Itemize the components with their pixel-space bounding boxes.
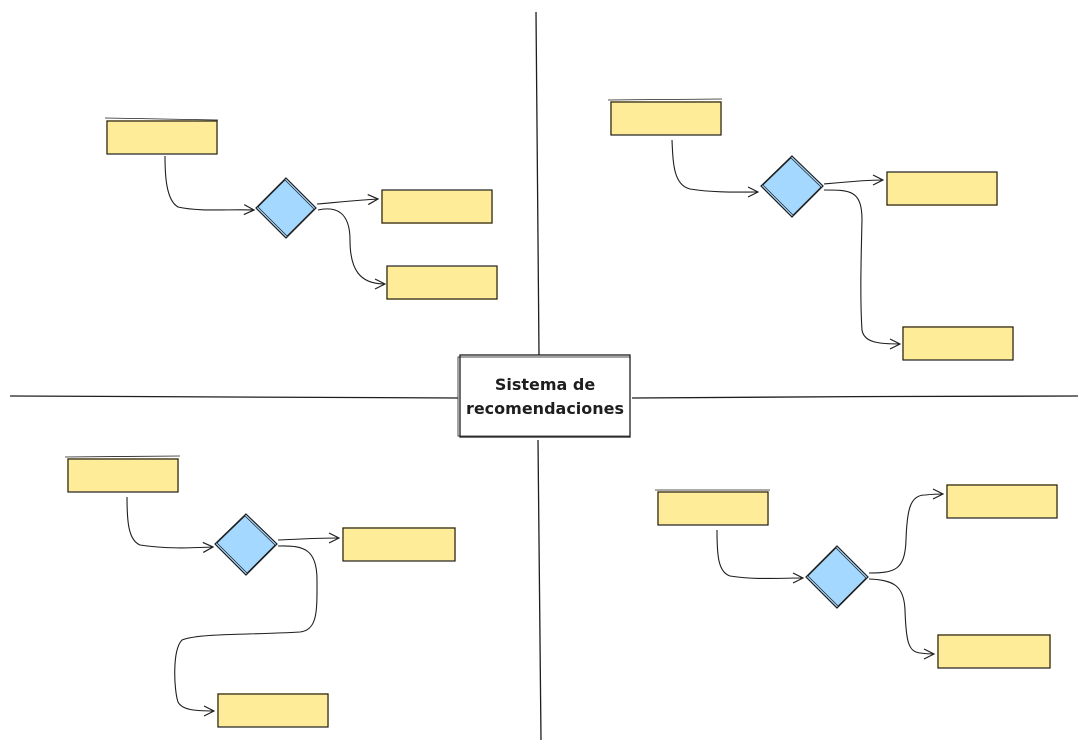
- flow-box-target[interactable]: [386, 265, 498, 300]
- quadrant-bottom-left: [64, 455, 456, 728]
- flow-box-target[interactable]: [342, 527, 456, 562]
- arrow-connector: [317, 208, 385, 284]
- arrow-connector: [174, 545, 318, 711]
- quadrant-dividers: [9, 11, 1079, 741]
- flow-box-target[interactable]: [946, 484, 1058, 519]
- connector-arrows: [126, 496, 339, 711]
- flow-box-target[interactable]: [886, 171, 998, 206]
- connector-arrows: [671, 139, 900, 344]
- divider-horizontal-left: [9, 395, 459, 399]
- arrow-connector: [126, 496, 213, 548]
- decision-diamond[interactable]: [760, 155, 824, 218]
- center-title-line-1: Sistema de: [495, 375, 596, 394]
- arrow-connector: [868, 494, 943, 574]
- arrow-connector: [716, 529, 803, 579]
- arrow-connector: [823, 180, 883, 184]
- divider-vertical-top: [535, 11, 540, 356]
- flow-box-source[interactable]: [655, 489, 770, 526]
- quadrant-top-left: [104, 117, 498, 300]
- flow-box-source[interactable]: [607, 98, 723, 136]
- center-title-line-2: recomendaciones: [466, 399, 624, 418]
- flow-box-target[interactable]: [902, 326, 1014, 361]
- connector-arrows: [716, 494, 943, 654]
- divider-horizontal-right: [631, 395, 1079, 399]
- center-title-box[interactable]: Sistema de recomendaciones: [457, 354, 631, 438]
- flow-box-target[interactable]: [217, 693, 329, 728]
- decision-diamond[interactable]: [214, 513, 278, 576]
- arrow-connector: [316, 199, 378, 204]
- flow-box-source[interactable]: [104, 117, 219, 155]
- quadrant-top-right: [607, 98, 1014, 361]
- arrow-connector: [277, 538, 339, 540]
- arrow-connector: [823, 189, 900, 344]
- flow-box-target[interactable]: [381, 189, 493, 224]
- decision-diamond[interactable]: [805, 545, 869, 609]
- arrow-connector: [671, 139, 758, 192]
- arrow-connector: [164, 155, 254, 210]
- arrow-connector: [868, 578, 934, 654]
- quadrant-bottom-right: [655, 484, 1058, 669]
- connector-arrows: [164, 155, 385, 284]
- decision-diamond[interactable]: [255, 177, 317, 239]
- flow-box-source[interactable]: [64, 455, 181, 493]
- flow-box-target[interactable]: [937, 634, 1051, 669]
- divider-vertical-bottom: [537, 439, 542, 741]
